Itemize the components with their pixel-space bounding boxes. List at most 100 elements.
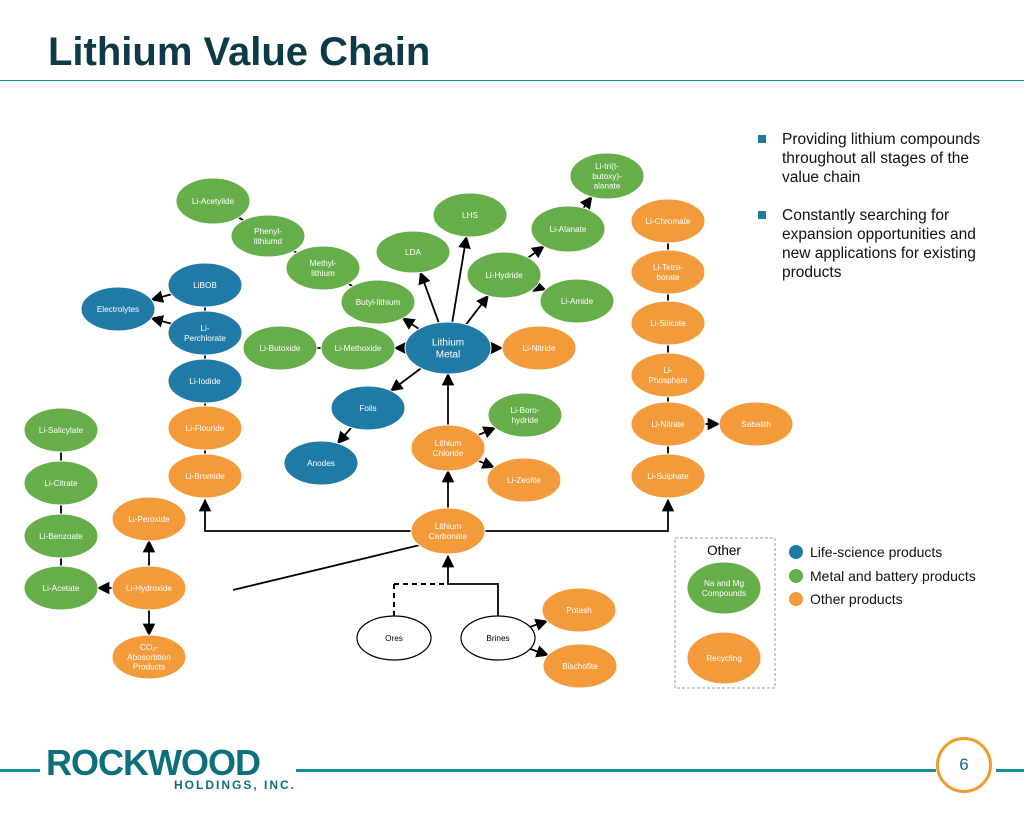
node-label: Li-Perchlorate: [184, 324, 226, 343]
node-li-boro-hydride: Li-Boro-hydride: [487, 392, 563, 438]
footer-rule: [996, 769, 1024, 772]
node-bischofite: Bischofite: [542, 643, 618, 689]
node-label: Anodes: [307, 459, 335, 468]
node-shape: [466, 251, 542, 299]
connector-li-hydride-to-li-alanate: [527, 245, 545, 259]
node-li-butoxide: Li-Butoxide: [242, 325, 318, 371]
node-electrolytes: Electrolytes: [80, 286, 156, 332]
node-label: Brines: [486, 634, 509, 643]
node-shape: [630, 401, 706, 447]
node-label: Li-tri(t-butoxy)-alanate: [592, 162, 622, 191]
node-butyl-lithium: Butyl-lithium: [340, 279, 416, 325]
node-shape: [111, 634, 187, 680]
bullet-square-icon: [758, 211, 766, 219]
node-label: LiBOB: [193, 281, 217, 290]
node-shape: [541, 587, 617, 633]
node-li-silicate: Li-Silicate: [630, 300, 706, 346]
node-libob: LiBOB: [167, 262, 243, 308]
connector-brines-to-potash: [529, 618, 549, 631]
connector-lithium-chloride-to-li-zeolite: [478, 457, 495, 469]
node-li-zeolite: Li-Zeolite: [486, 457, 562, 503]
node-li-methoxide: Li-Methoxide: [320, 325, 396, 371]
node-shape: [320, 325, 396, 371]
node-li-salicylate: Li-Salicylate: [23, 407, 99, 453]
legend-label: Other products: [810, 591, 903, 607]
node-recycling: Recycling: [686, 631, 762, 685]
node-shape: [167, 310, 243, 356]
node-shape: [230, 214, 306, 258]
node-shape: [167, 453, 243, 499]
node-label: Li-Benzoate: [39, 532, 83, 541]
node-shape: [404, 321, 492, 375]
node-shape: [242, 325, 318, 371]
node-shape: [23, 407, 99, 453]
node-label: Potash: [566, 606, 592, 615]
connector-carbonate-to-li-bromide: [198, 498, 411, 532]
connector-libob-to-electrolytes: [150, 290, 172, 303]
node-anodes: Anodes: [283, 440, 359, 486]
node-label: Li-Hydroxide: [126, 584, 172, 593]
connector-lithium-metal-to-li-hydride: [465, 294, 489, 325]
node-shape: [23, 513, 99, 559]
node-label: Li-Acetylide: [192, 197, 235, 206]
legend-dot-icon: [789, 545, 803, 559]
node-label: Methyl-lithium: [310, 259, 337, 278]
node-shape: [111, 496, 187, 542]
node-li-tri-butoxy-alanate: Li-tri(t-butoxy)-alanate: [569, 152, 645, 200]
node-label: Li-Methoxide: [335, 344, 382, 353]
title-divider: [0, 80, 1024, 81]
connector-brines-to-carbonate: [441, 554, 499, 616]
node-li-perchlorate: Li-Perchlorate: [167, 310, 243, 356]
node-label: Li-Phosphate: [648, 366, 688, 385]
node-label: LDA: [405, 248, 421, 257]
node-label: Li-Acetate: [43, 584, 80, 593]
connector-lithium-metal-to-lda: [418, 271, 440, 323]
legend-label: Life-science products: [810, 544, 943, 560]
node-potash: Potash: [541, 587, 617, 633]
node-shape: [410, 424, 486, 472]
connector-lithium-metal-to-foils: [389, 367, 422, 392]
node-label: Phenyl-lithiumd: [254, 227, 283, 246]
other-box-title: Other: [707, 543, 741, 558]
node-shape: [23, 565, 99, 611]
bullet-square-icon: [758, 135, 766, 143]
node-shape: [569, 152, 645, 200]
node-label: Li-Boro-hydride: [510, 406, 539, 425]
node-li-sulphate: Li-Sulphate: [630, 453, 706, 499]
node-shape: [80, 286, 156, 332]
node-shape: [630, 300, 706, 346]
node-foils: Foils: [330, 385, 406, 431]
node-label: Li-Iodide: [189, 377, 221, 386]
connector-li-acetylide-to-phenyl-lithium: [238, 216, 244, 222]
node-shape: [410, 507, 486, 555]
node-li-bromide: Li-Bromide: [167, 453, 243, 499]
node-li-benzoate: Li-Benzoate: [23, 513, 99, 559]
node-li-nitrate: Li-Nitrate: [630, 401, 706, 447]
node-sabalith: Sabalith: [718, 401, 794, 447]
node-label: Sabalith: [741, 420, 771, 429]
node-li-peroxide: Li-Peroxide: [111, 496, 187, 542]
connector-li-perchlorate-to-electrolytes: [150, 315, 172, 328]
node-label: Ores: [385, 634, 403, 643]
node-ores: Ores: [356, 615, 432, 661]
node-label: Li-Peroxide: [128, 515, 170, 524]
node-label: Li-Nitride: [523, 344, 556, 353]
node-label: Electrolytes: [97, 305, 139, 314]
node-shape: [686, 631, 762, 685]
node-shape: [542, 643, 618, 689]
node-label: Butyl-lithium: [356, 298, 401, 307]
node-li-hydride: Li-Hydride: [466, 251, 542, 299]
node-label: Li-Chromate: [645, 217, 690, 226]
node-shape: [630, 249, 706, 295]
node-label: Li-Alanate: [550, 225, 587, 234]
node-li-phosphate: Li-Phosphate: [630, 352, 706, 398]
other-box: [674, 537, 776, 689]
node-label: Li-Flouride: [186, 424, 225, 433]
